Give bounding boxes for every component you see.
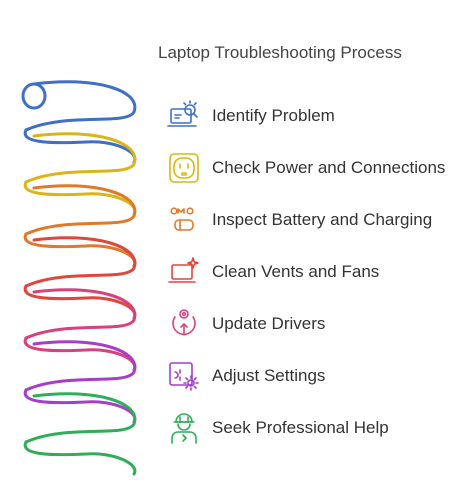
spiral-segment (24, 132, 137, 184)
step-label: Adjust Settings (212, 366, 326, 385)
settings-gear-icon (166, 358, 202, 394)
step-check-power: Check Power and Connections (166, 148, 445, 188)
step-label: Inspect Battery and Charging (212, 210, 433, 229)
spiral-segment (24, 236, 137, 288)
step-label: Seek Professional Help (212, 418, 389, 437)
step-adjust-settings: Adjust Settings (166, 356, 325, 396)
battery-charging-icon (166, 202, 202, 238)
spiral-segment (24, 80, 137, 132)
technician-icon (166, 410, 202, 446)
laptop-search-icon (166, 98, 202, 134)
spiral-top-cap (21, 82, 47, 110)
step-inspect-battery: Inspect Battery and Charging (166, 200, 432, 240)
step-label: Clean Vents and Fans (212, 262, 380, 281)
step-identify-problem: Identify Problem (166, 96, 335, 136)
step-update-drivers: Update Drivers (166, 304, 325, 344)
step-seek-help: Seek Professional Help (166, 408, 389, 448)
spiral-segment (24, 288, 137, 340)
spiral-segment (24, 392, 137, 444)
diagram-title: Laptop Troubleshooting Process (158, 43, 402, 62)
step-label: Update Drivers (212, 314, 326, 333)
spiral-segment (24, 184, 137, 236)
driver-update-icon (166, 306, 202, 342)
power-outlet-icon (166, 150, 202, 186)
step-clean-vents: Clean Vents and Fans (166, 252, 379, 292)
spiral-segment (23, 440, 137, 476)
step-label: Check Power and Connections (212, 158, 446, 177)
spiral-segment (24, 340, 137, 392)
laptop-sparkle-icon (166, 254, 202, 290)
step-label: Identify Problem (212, 106, 335, 125)
